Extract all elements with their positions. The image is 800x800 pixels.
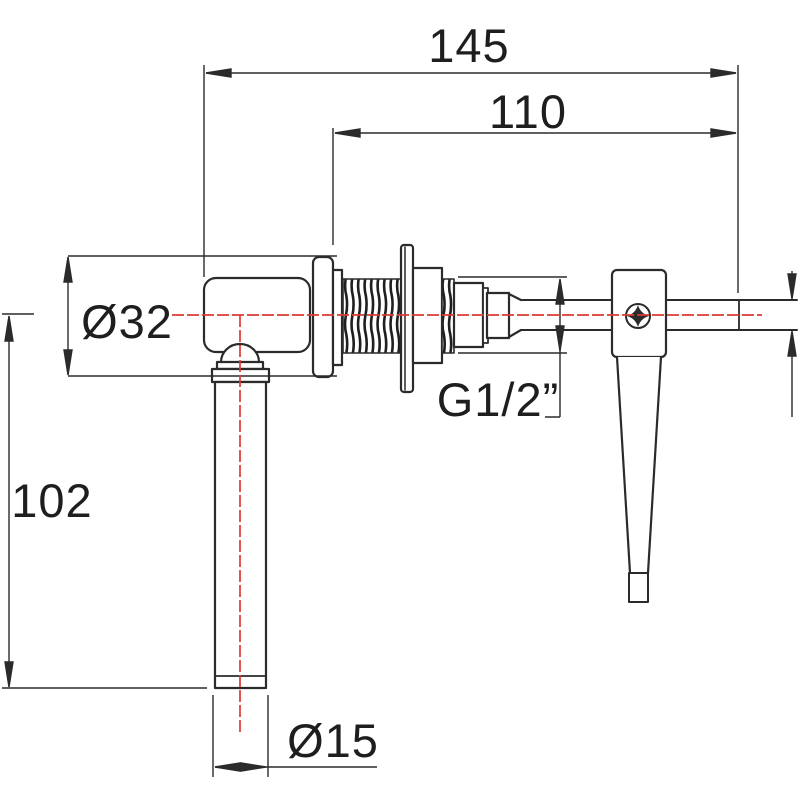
thread-section-left xyxy=(342,278,402,354)
arrowhead xyxy=(4,661,14,688)
lever-taper-fill xyxy=(617,357,661,573)
dimension-lines xyxy=(2,65,797,777)
arrowhead xyxy=(63,349,73,376)
label-body-diameter: Ø32 xyxy=(81,295,173,348)
cone-taper-bottom xyxy=(507,328,523,339)
cone-taper-top xyxy=(507,292,523,302)
valve-geometry xyxy=(202,243,798,690)
arrowhead xyxy=(214,762,241,772)
arrowhead xyxy=(63,256,73,283)
lever-taper-left-edge xyxy=(615,355,632,575)
label-thread-size: G1/2” xyxy=(437,373,560,426)
label-pipe-diameter: Ø15 xyxy=(287,714,379,767)
lever-tip xyxy=(628,572,649,603)
arrowhead xyxy=(205,68,232,78)
arrowhead xyxy=(555,325,565,352)
body-flange-step xyxy=(331,268,344,367)
body-flange xyxy=(311,255,335,379)
arrowhead xyxy=(787,330,797,357)
label-projection-width: 110 xyxy=(489,85,567,138)
label-drop-length: 102 xyxy=(11,474,92,527)
arrowhead xyxy=(334,128,361,138)
lever-taper-right-edge xyxy=(646,355,663,575)
arrowhead xyxy=(710,128,737,138)
screw-cross-icon xyxy=(627,305,649,327)
arrowhead xyxy=(787,273,797,300)
thread-section-right xyxy=(441,278,455,354)
arrowhead xyxy=(710,68,737,78)
centerlines xyxy=(172,314,762,733)
wall-plate xyxy=(399,243,415,394)
arrowhead xyxy=(555,278,565,305)
arrowhead xyxy=(4,315,14,342)
label-overall-width: 145 xyxy=(428,19,509,72)
arrowhead xyxy=(240,762,267,772)
dimension-labels: 145 110 Ø32 102 G1/2” Ø15 xyxy=(11,19,567,767)
